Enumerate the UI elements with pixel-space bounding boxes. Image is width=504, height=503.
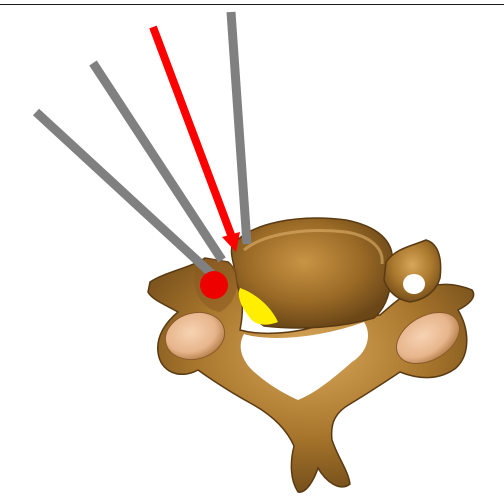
red-dot-marker [200,271,228,299]
gray-arrow-1 [36,112,214,276]
gray-arrow-3 [231,12,247,244]
transverse-foramen-right [403,274,425,294]
